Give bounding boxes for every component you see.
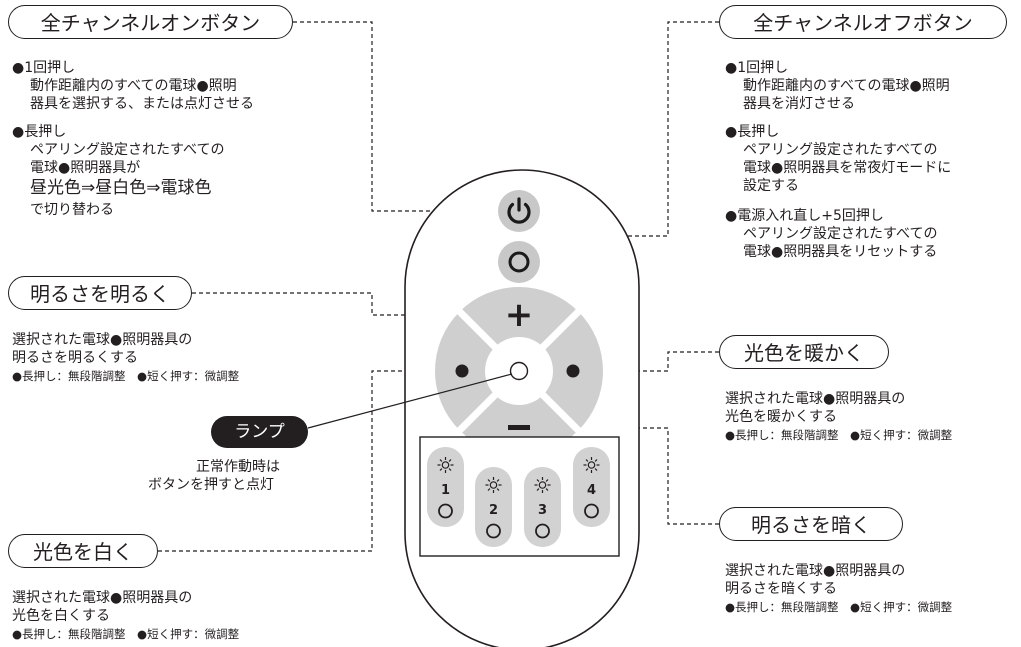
channel-1-ring [438,503,453,519]
sun-icon [437,457,600,493]
cool-button-dot [455,364,469,378]
cool-l2: 光色を白くする [12,608,110,624]
label-lamp: ランプ [211,416,308,448]
all-off-b1-title: ●1回押し [725,60,789,76]
channel-1-button [427,447,464,527]
all-on-b1-l2: 器具を選択する、または点灯させる [30,96,254,112]
power-off-button [498,241,540,283]
dim-l1: 選択された電球●照明器具の [725,563,906,579]
power-icon [507,197,531,224]
label-all-on: 全チャンネルオンボタン [8,5,293,39]
all-on-b1-title: ●1回押し [12,60,76,76]
minus-label [508,425,530,430]
all-on-b2-l4: で切り替わる [30,202,114,218]
brighten-l1: 選択された電球●照明器具の [12,332,193,348]
cool-note: ●長押し：無段階調整 ●短く押す：微調整 [12,627,240,641]
channel-3-button [524,467,561,547]
channel-2-label: 2 [489,503,498,518]
all-off-b2-l3: 設定する [743,178,799,194]
all-on-b2-l3: 昼光色⇒昼白色⇒電球色 [30,178,212,198]
dim-l2: 明るさを暗くする [725,581,837,597]
leader-all-off [545,21,719,237]
brighten-l2: 明るさを明るくする [12,350,138,366]
channel-4-ring [584,503,599,519]
all-off-b2-l2: 電球●照明器具を常夜灯モードに [743,160,952,176]
all-on-b1-l1: 動作距離内のすべての電球●照明 [30,78,237,94]
off-ring-icon [508,251,530,273]
all-on-b2-l2: 電球●照明器具が [30,160,141,176]
all-off-b3-l2: 電球●照明器具をリセットする [743,244,938,260]
all-on-b2-l1: ペアリング設定されたすべての [30,142,225,158]
label-dim: 明るさを暗く [719,507,903,541]
lamp-l2: ボタンを押すと点灯 [148,477,274,493]
all-off-b1-l2: 器具を消灯させる [743,96,855,112]
warm-note: ●長押し：無段階調整 ●短く押す：微調整 [725,428,953,442]
all-off-b3-l1: ペアリング設定されたすべての [743,226,938,242]
channel-2-ring [486,523,501,539]
label-cool: 光色を白く [8,534,158,568]
dim-note: ●長押し：無段階調整 ●短く押す：微調整 [725,600,953,614]
channel-3-label: 3 [538,503,547,518]
all-off-b2-title: ●長押し [725,124,780,140]
warm-l2: 光色を暖かくする [725,409,837,425]
warm-button-dot [566,364,580,378]
label-warm: 光色を暖かく [719,335,889,369]
lamp-l1: 正常作動時は [196,459,280,475]
label-all-off: 全チャンネルオフボタン [719,5,1007,39]
all-off-b2-l1: ペアリング設定されたすべての [743,142,938,158]
brighten-note: ●長押し：無段階調整 ●短く押す：微調整 [12,369,240,383]
lamp-leader [307,373,513,429]
lamp-indicator [509,361,529,381]
channel-2-button [475,467,512,547]
label-brighten: 明るさを明るく [8,276,192,310]
all-on-b2-title: ●長押し [12,124,67,140]
warm-l1: 選択された電球●照明器具の [725,391,906,407]
channel-1-label: 1 [441,483,450,498]
cool-l1: 選択された電球●照明器具の [12,590,193,606]
channel-4-button [573,447,610,527]
plus-label: + [505,295,534,335]
dpad-center-button [485,337,553,405]
channel-3-ring [535,523,550,539]
all-off-b1-l1: 動作距離内のすべての電球●照明 [743,78,950,94]
channel-4-label: 4 [587,483,596,498]
all-off-b3-title: ●電源入れ直し+5回押し [725,208,884,224]
